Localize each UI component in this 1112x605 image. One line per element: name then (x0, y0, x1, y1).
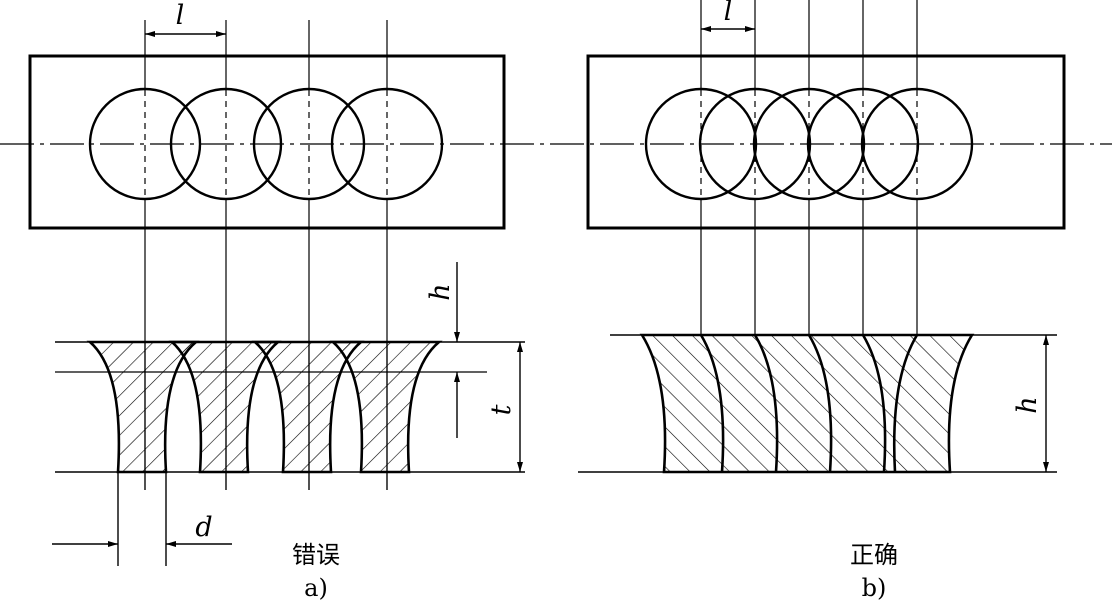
right-caption-letter: b) (862, 574, 887, 602)
left-depth-label: h (425, 283, 456, 300)
left-thickness-label: t (486, 404, 517, 415)
left-pitch-label: l (176, 0, 185, 31)
left-gap-dimension (52, 472, 232, 566)
right-plan-rect (586, 54, 1066, 230)
right-depth-label: h (1012, 396, 1043, 413)
left-plan-rect (28, 54, 506, 230)
left-caption-letter: a) (304, 574, 328, 602)
left-weld-nuggets (86, 340, 443, 474)
left-weld-nugget (168, 340, 282, 474)
right-caption-text: 正确 (850, 541, 898, 569)
right-weld-seam (639, 333, 975, 474)
right-hidden-lines (700, 90, 918, 198)
left-hidden-lines (144, 90, 388, 198)
left-weld-nugget (329, 340, 443, 474)
left-gap-label: d (195, 512, 212, 543)
right-nugget-boundaries (699, 334, 919, 473)
left-weld-nugget (251, 340, 365, 474)
left-panel-wrong: l h t (28, 0, 525, 602)
left-caption-text: 错误 (292, 541, 340, 569)
right-pitch-label: l (724, 0, 733, 27)
left-weld-nugget (86, 340, 200, 474)
right-spot-axes (700, 0, 918, 335)
right-panel-correct: l h 正确 b) (578, 0, 1066, 602)
left-spot-axes (144, 20, 388, 490)
